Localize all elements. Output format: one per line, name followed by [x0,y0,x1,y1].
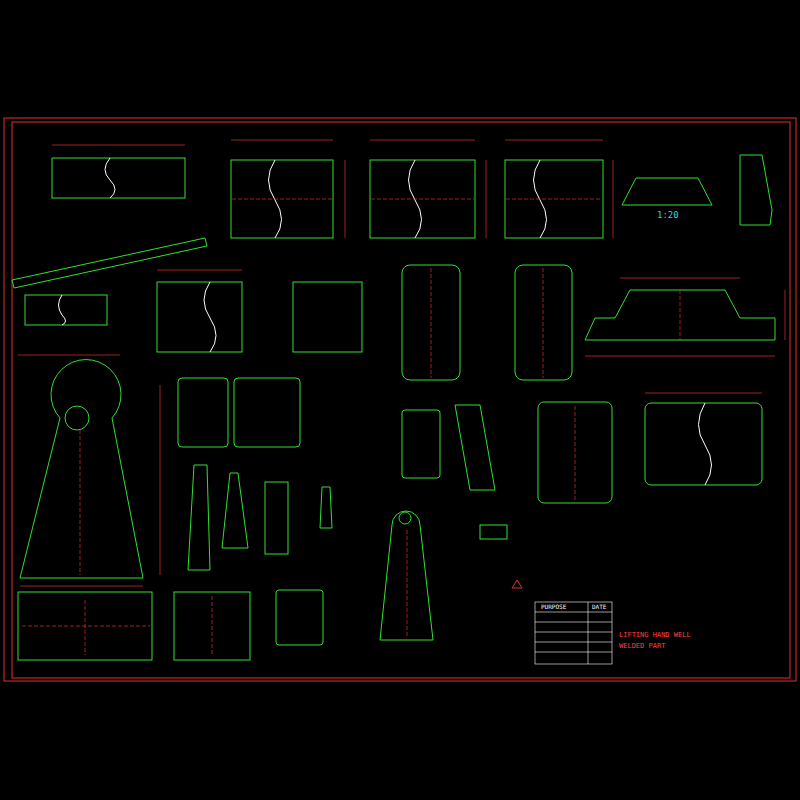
scale-note: 1:20 [656,211,680,220]
table-header: DATE [591,604,607,610]
drawing-title: LIFTING HAND WELL [618,632,692,639]
drawing-subtitle: WELDED PART [618,643,666,650]
table-header: PURPOSE [540,604,567,610]
